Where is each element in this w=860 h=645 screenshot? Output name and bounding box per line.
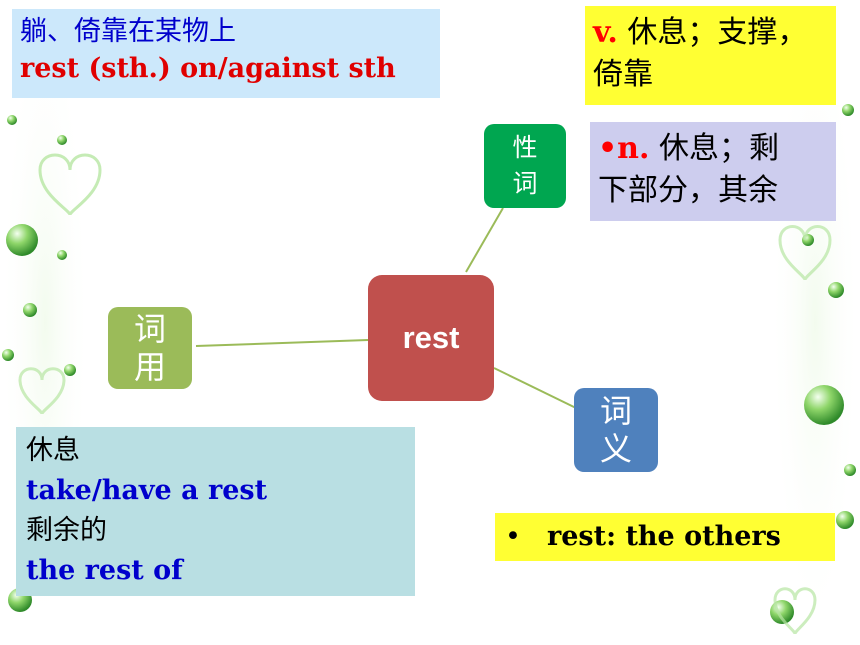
usage-char1: 词	[133, 310, 166, 348]
phrase-lean-english: rest (sth.) on/against sth	[20, 53, 396, 84]
noun-meaning-line1: 休息；剩	[649, 131, 779, 166]
part-of-speech-node: 性 词	[484, 124, 566, 208]
verb-meaning-line1: 休息；支撑，	[617, 15, 808, 50]
usage-line-rest-of: the rest of	[26, 555, 183, 586]
noun-meaning-box: •n. 休息；剩 下部分，其余	[590, 122, 836, 221]
verb-meaning-box: v. 休息；支撑， 倚靠	[585, 6, 836, 105]
noun-pos-label: •n.	[598, 131, 650, 166]
meaning-char1: 词	[599, 392, 632, 430]
center-word-node: rest	[368, 275, 494, 401]
verb-meaning-line2: 倚靠	[593, 57, 653, 92]
verb-pos-label: v.	[593, 15, 618, 50]
part-of-speech-char2: 词	[512, 169, 538, 198]
usage-node: 词 用	[108, 307, 192, 389]
example-text: rest: the others	[547, 521, 781, 552]
example-bullet: •	[505, 521, 521, 552]
part-of-speech-char1: 性	[512, 133, 538, 162]
meaning-example-box: • rest: the others	[495, 513, 835, 561]
noun-meaning-line2: 下部分，其余	[598, 173, 778, 208]
center-word: rest	[402, 320, 460, 355]
phrase-box-lean: 躺、倚靠在某物上 rest (sth.) on/against sth	[12, 9, 440, 98]
usage-char2: 用	[133, 348, 166, 386]
usage-line-remaining: 剩余的	[26, 515, 107, 546]
usage-examples-box: 休息 take/have a rest 剩余的 the rest of	[16, 427, 415, 596]
usage-line-take-have: take/have a rest	[26, 475, 268, 506]
phrase-lean-chinese: 躺、倚靠在某物上	[20, 16, 236, 47]
meaning-node: 词 义	[574, 388, 658, 472]
meaning-char2: 义	[599, 430, 632, 468]
usage-line-rest: 休息	[26, 435, 80, 466]
